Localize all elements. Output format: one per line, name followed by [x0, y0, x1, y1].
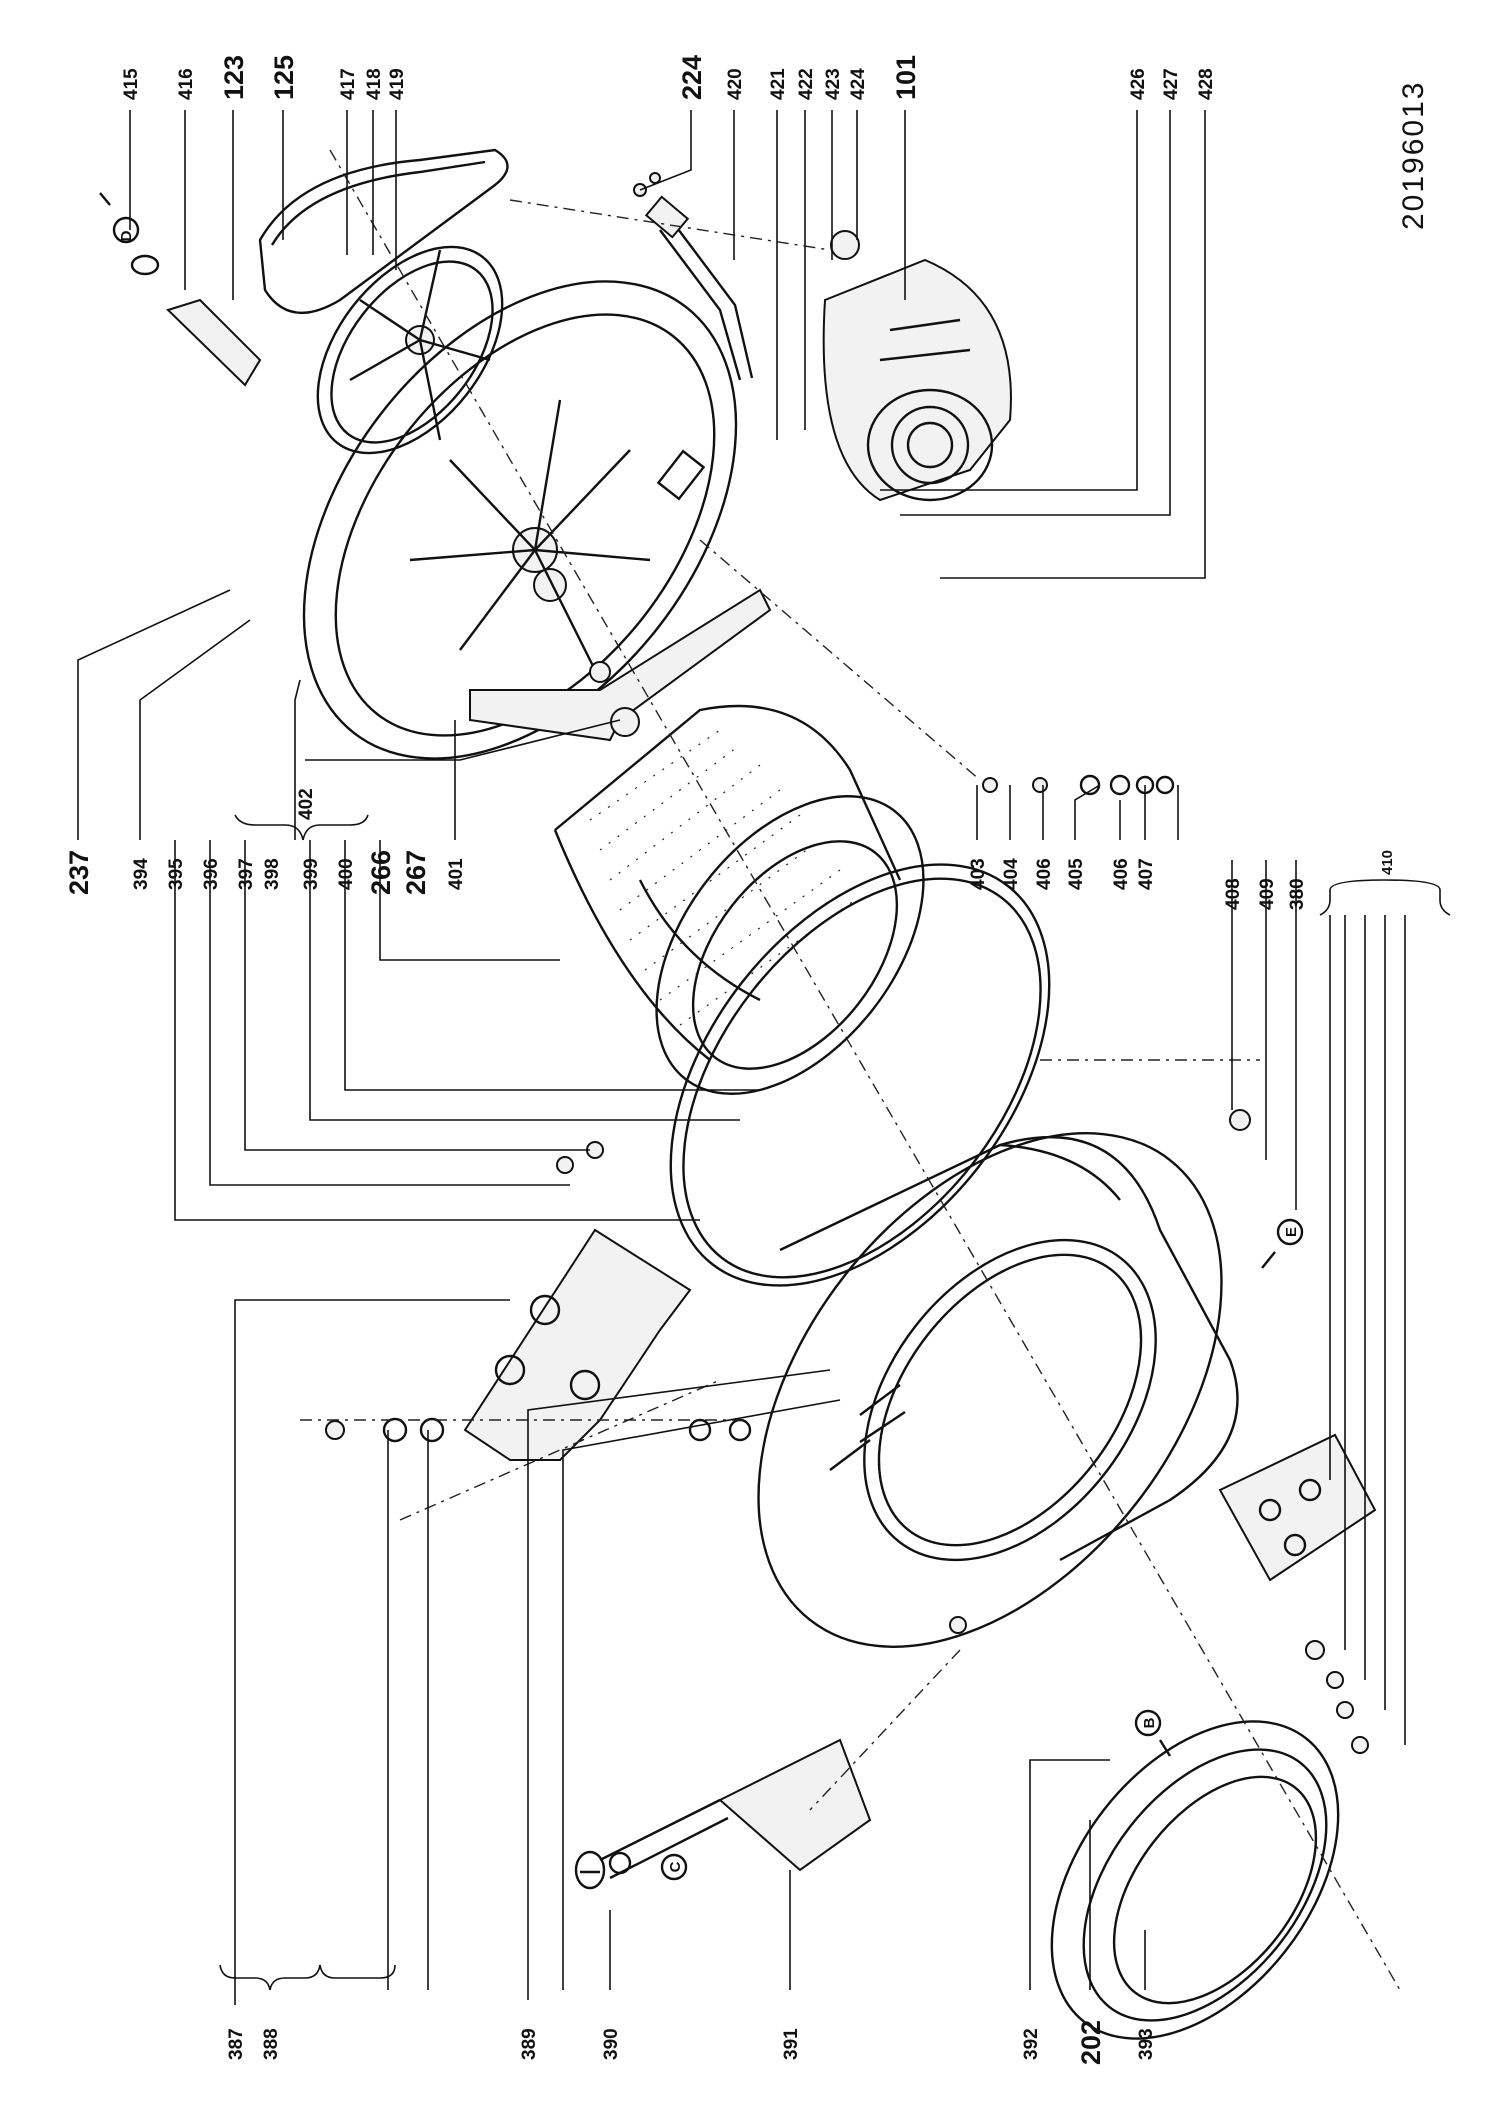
callout-202: 202	[1076, 2020, 1106, 2065]
counterweight	[463, 1228, 692, 1461]
callout-387: 387	[226, 2028, 247, 2060]
callout-392: 392	[1021, 2028, 1042, 2060]
callout-407: 407	[1136, 858, 1157, 890]
callout-380: 380	[1287, 878, 1308, 910]
marker-B: B	[1134, 1709, 1172, 1757]
callout-224: 224	[677, 55, 707, 100]
callout-426: 426	[1128, 68, 1149, 100]
callout-428: 428	[1196, 68, 1217, 100]
document-number: 20196013	[1397, 81, 1430, 230]
callout-397: 397	[236, 858, 257, 890]
callout-402: 402	[296, 788, 317, 820]
callout-394: 394	[131, 858, 152, 890]
callout-416: 416	[176, 68, 197, 100]
callout-420: 420	[725, 68, 746, 100]
motor	[822, 230, 1012, 502]
callout-422: 422	[796, 68, 817, 100]
callout-125: 125	[269, 55, 299, 100]
outlet-hose-top	[130, 254, 262, 387]
callout-408: 408	[1223, 878, 1244, 910]
callout-389: 389	[519, 2028, 540, 2060]
callout-388: 388	[261, 2028, 282, 2060]
callout-237: 237	[64, 850, 94, 895]
callout-417: 417	[338, 68, 359, 100]
leader-lines	[77, 110, 1451, 2005]
callout-421: 421	[768, 68, 789, 100]
drive-belt	[258, 148, 509, 314]
callout-403: 403	[968, 858, 989, 890]
callout-409: 409	[1257, 878, 1278, 910]
suspension-block	[1218, 1433, 1377, 1582]
marker-D-label: D	[118, 230, 135, 241]
support-arm	[469, 588, 772, 742]
callout-101: 101	[891, 55, 921, 100]
outer-tub-front	[757, 1132, 1239, 1648]
callout-267: 267	[401, 850, 431, 895]
marker-C-label: C	[667, 1861, 684, 1872]
marker-E: E	[1261, 1218, 1304, 1269]
marker-E-label: E	[1283, 1227, 1300, 1237]
heater-element	[633, 172, 754, 381]
inner-drum	[553, 704, 925, 1095]
callout-401: 401	[446, 858, 467, 890]
drain-pump	[574, 1738, 872, 1890]
callout-labels: 415 416 123 125 417 418 419 224 420 421 …	[64, 55, 1396, 2065]
callout-123: 123	[219, 55, 249, 100]
callout-406-a: 406	[1034, 858, 1055, 890]
callout-399: 399	[301, 858, 322, 890]
tub-clamp-ring	[669, 863, 1051, 1287]
callout-396: 396	[201, 858, 222, 890]
callout-418: 418	[364, 68, 385, 100]
callout-390: 390	[601, 2028, 622, 2060]
axis-lines	[300, 149, 1401, 1991]
callout-400: 400	[336, 858, 357, 890]
callout-415: 415	[121, 68, 142, 100]
callout-391: 391	[781, 2028, 802, 2060]
reference-markers: D E B C	[99, 192, 1304, 1881]
callout-266: 266	[366, 850, 396, 895]
pulley	[316, 245, 504, 455]
callout-423: 423	[823, 68, 844, 100]
callout-419: 419	[387, 68, 408, 100]
marker-D: D	[99, 192, 140, 244]
door-gasket	[1050, 1720, 1340, 2040]
callout-410: 410	[1379, 850, 1396, 875]
callout-406-b: 406	[1111, 858, 1132, 890]
drawing-parts	[130, 148, 1401, 2040]
callout-404: 404	[1001, 858, 1022, 890]
callout-405: 405	[1066, 858, 1087, 890]
callout-398: 398	[262, 858, 283, 890]
marker-B-label: B	[1141, 1717, 1158, 1728]
callout-393: 393	[1136, 2028, 1157, 2060]
marker-C: C	[580, 1853, 688, 1881]
callout-424: 424	[848, 68, 869, 100]
callout-395: 395	[166, 858, 187, 890]
rear-tub	[302, 280, 738, 760]
callout-427: 427	[1161, 68, 1182, 100]
